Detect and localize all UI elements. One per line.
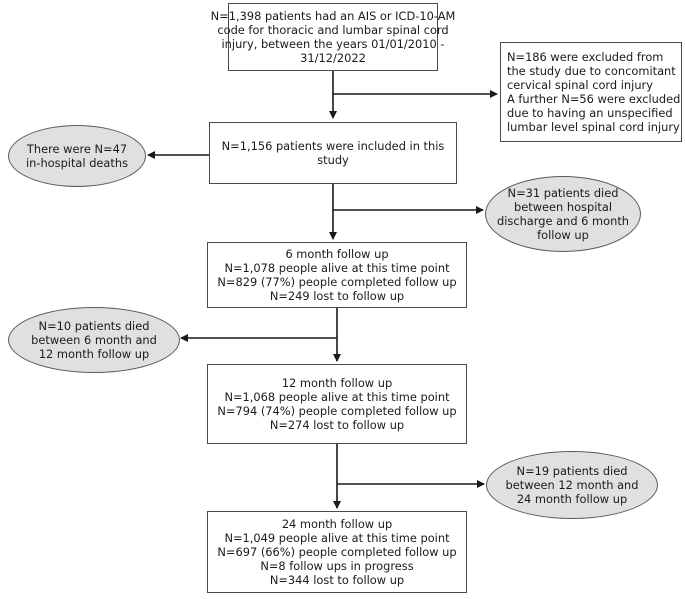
twelve-month-followup-box: 12 month follow up N=1,068 people alive … <box>207 364 467 444</box>
excluded-line-4: A further N=56 were excluded <box>507 92 681 106</box>
died-12-24-month-ellipse: N=19 patients died between 12 month and … <box>486 451 658 519</box>
fu12-line-3: N=794 (74%) people completed follow up <box>217 404 457 418</box>
excluded-line-3: cervical spinal cord injury <box>507 78 653 92</box>
start-box: N=1,398 patients had an AIS or ICD-10-AM… <box>211 3 455 71</box>
fu24-line-2: N=1,049 people alive at this time point <box>224 531 450 545</box>
fu24-line-3: N=697 (66%) people completed follow up <box>217 545 457 559</box>
fu24-line-5: N=344 lost to follow up <box>269 573 405 587</box>
fu12-line-4: N=274 lost to follow up <box>269 418 405 432</box>
died-12-24-line-2: between 12 month and <box>505 478 639 492</box>
inhospital-deaths-ellipse: There were N=47 in-hospital deaths <box>8 125 146 187</box>
died-discharge-line-1: N=31 patients died <box>507 186 619 200</box>
died-discharge-line-2: between hospital <box>513 200 612 214</box>
died-6-12-line-3: 12 month follow up <box>38 347 150 361</box>
fu24-line-4: N=8 follow ups in progress <box>260 559 414 573</box>
died-12-24-line-1: N=19 patients died <box>516 464 628 478</box>
inhospital-line-1: There were N=47 <box>26 142 128 156</box>
died-discharge-line-4: follow up <box>537 228 589 242</box>
fu6-line-1: 6 month follow up <box>285 247 389 261</box>
fu12-line-1: 12 month follow up <box>281 376 393 390</box>
fu6-line-2: N=1,078 people alive at this time point <box>224 261 450 275</box>
excluded-line-5: due to having an unspecified <box>507 106 673 120</box>
excluded-line-6: lumbar level spinal cord injury <box>507 120 680 134</box>
fu24-line-1: 24 month follow up <box>281 517 393 531</box>
excluded-box: N=186 were excluded from the study due t… <box>500 42 682 142</box>
included-line-1: N=1,156 patients were included in this <box>221 139 445 153</box>
excluded-line-2: the study due to concomitant <box>507 64 676 78</box>
died-6-12-line-1: N=10 patients died <box>38 319 150 333</box>
died-6-12-line-2: between 6 month and <box>31 333 157 347</box>
included-box: N=1,156 patients were included in this s… <box>209 122 457 184</box>
fu6-line-3: N=829 (77%) people completed follow up <box>217 275 457 289</box>
excluded-line-1: N=186 were excluded from <box>507 50 664 64</box>
fu6-line-4: N=249 lost to follow up <box>269 289 405 303</box>
start-line-1: N=1,398 patients had an AIS or ICD-10-AM <box>210 9 456 23</box>
died-discharge-6month-ellipse: N=31 patients died between hospital disc… <box>485 176 641 252</box>
start-line-4: 31/12/2022 <box>300 51 366 65</box>
died-12-24-line-3: 24 month follow up <box>516 492 628 506</box>
start-line-3: injury, between the years 01/01/2010 - <box>221 37 445 51</box>
fu12-line-2: N=1,068 people alive at this time point <box>224 390 450 404</box>
included-line-2: study <box>317 153 349 167</box>
start-line-2: code for thoracic and lumbar spinal cord <box>217 23 449 37</box>
inhospital-line-2: in-hospital deaths <box>25 156 129 170</box>
died-6-12-month-ellipse: N=10 patients died between 6 month and 1… <box>8 307 180 373</box>
twenty-four-month-followup-box: 24 month follow up N=1,049 people alive … <box>207 511 467 593</box>
six-month-followup-box: 6 month follow up N=1,078 people alive a… <box>207 242 467 308</box>
died-discharge-line-3: discharge and 6 month <box>496 214 630 228</box>
